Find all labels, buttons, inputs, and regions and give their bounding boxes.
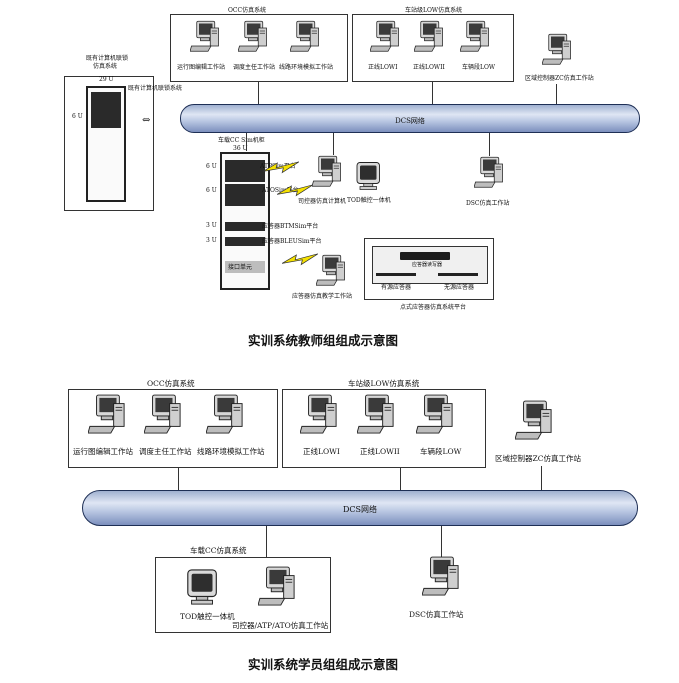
workstation-icon — [416, 394, 454, 436]
teacher-caption: 实训系统教师组组成示意图 — [248, 333, 399, 348]
rack-row-units: 6 U — [206, 163, 217, 170]
occ-ws-label: 调度主任工作站 — [233, 64, 276, 71]
workstation-icon — [206, 394, 244, 436]
active-balise-device — [376, 273, 416, 276]
rack-row-label: 应答器BTMSim平台 — [262, 223, 319, 230]
workstation-icon — [370, 20, 400, 54]
zc-workstation-icon — [515, 400, 553, 442]
workstation-icon — [238, 20, 268, 54]
student-caption: 实训系统学员组组成示意图 — [248, 657, 399, 672]
wireless-bolt-icon — [263, 160, 299, 178]
balise-workstation-icon — [316, 254, 346, 288]
workstation-icon — [88, 394, 126, 436]
dcs-network-pipe: DCS网络 — [180, 104, 640, 133]
rack-row-label: 接口单元 — [228, 264, 253, 271]
interlocking-side-label: 既有计算机联锁系统 — [128, 85, 183, 92]
workstation-icon — [357, 394, 395, 436]
cc-rack-title: 车载CC Sim机柜 — [218, 137, 265, 144]
dcs-network-label: DCS网络 — [342, 505, 377, 514]
interlocking-title: 既有计算机联锁 — [86, 55, 129, 62]
tod-label: TOD触控一体机 — [347, 197, 391, 204]
zc-ws-label: 区域控制器ZC仿真工作站 — [495, 454, 581, 463]
dcs-network-label: DCS网络 — [395, 117, 425, 125]
interlocking-units: 29 U — [99, 76, 114, 83]
low-ws-label: 正线LOWI — [303, 447, 340, 456]
passive-balise-label: 无源应答器 — [444, 284, 475, 291]
occ-system-title: OCC仿真系统 — [228, 7, 267, 14]
low-ws-label: 车辆段LOW — [420, 447, 462, 456]
workstation-icon — [190, 20, 220, 54]
passive-balise-device — [438, 273, 478, 276]
cc-controller-pc-icon — [258, 566, 296, 608]
rack-row-units: 6 U — [206, 187, 217, 194]
interlocking-title2: 仿真系统 — [93, 63, 118, 70]
workstation-icon — [300, 394, 338, 436]
cc-rack-units: 36 U — [233, 145, 248, 152]
rack-row-label: 应答器BLEUSim平台 — [262, 238, 322, 245]
dcs-network-pipe: DCS网络 — [82, 490, 638, 526]
cc-sim-rack — [220, 152, 270, 290]
low-ws-label: 正线LOWII — [413, 64, 445, 71]
active-balise-label: 有源应答器 — [381, 284, 412, 291]
workstation-icon — [290, 20, 320, 54]
low-ws-label: 正线LOWII — [360, 447, 400, 456]
balise-reader-device — [400, 252, 450, 260]
workstation-icon — [460, 20, 490, 54]
tod-terminal-icon — [354, 160, 384, 192]
balise-platform-title: 点式应答器仿真系统平台 — [400, 304, 467, 311]
cc-system-title: 车载CC仿真系统 — [190, 546, 247, 555]
balise-ws-label: 应答器仿真教学工作站 — [292, 293, 353, 300]
occ-ws-label: 运行图编辑工作站 — [73, 447, 133, 456]
interlocking-rack — [86, 86, 126, 202]
occ-ws-label: 线路环境模拟工作站 — [279, 64, 334, 71]
rack-row-units: 3 U — [206, 222, 217, 229]
zc-workstation-icon — [542, 33, 572, 67]
cc-system-box — [155, 557, 331, 633]
occ-ws-label: 调度主任工作站 — [139, 447, 192, 456]
low-system-title: 车站级LOW仿真系统 — [348, 379, 420, 388]
dsc-workstation-icon — [474, 156, 504, 190]
dsc-workstation-icon — [422, 556, 460, 598]
interlocking-link-arrow: ⇔ — [142, 115, 151, 126]
workstation-icon — [144, 394, 182, 436]
low-ws-label: 正线LOWI — [368, 64, 398, 71]
occ-system-title: OCC仿真系统 — [147, 379, 195, 388]
tod-label: TOD触控一体机 — [180, 612, 235, 621]
occ-ws-label: 线路环境模拟工作站 — [197, 447, 265, 456]
cc-pc-label: 司控器仿真计算机 — [298, 198, 347, 205]
dsc-label: DSC仿真工作站 — [466, 200, 510, 207]
cc-controller-pc-icon — [312, 155, 342, 189]
cc-pc-label: 司控器/ATP/ATO仿真工作站 — [232, 621, 329, 630]
zc-ws-label: 区域控制器ZC仿真工作站 — [525, 75, 594, 82]
rack-row-label: ATPSim平台 — [260, 163, 296, 170]
rack-row-label: ATOSim平台 — [262, 187, 299, 194]
low-system-title: 车站级LOW仿真系统 — [405, 7, 463, 14]
balise-reader-label: 应答器读写器 — [412, 262, 443, 268]
wireless-bolt-icon — [282, 252, 318, 270]
low-ws-label: 车辆段LOW — [462, 64, 496, 71]
rack-row-units: 3 U — [206, 237, 217, 244]
dsc-label: DSC仿真工作站 — [409, 610, 464, 619]
interlocking-slot-units: 6 U — [72, 113, 83, 120]
occ-ws-label: 运行图编辑工作站 — [177, 64, 226, 71]
tod-terminal-icon — [184, 567, 222, 607]
workstation-icon — [414, 20, 444, 54]
